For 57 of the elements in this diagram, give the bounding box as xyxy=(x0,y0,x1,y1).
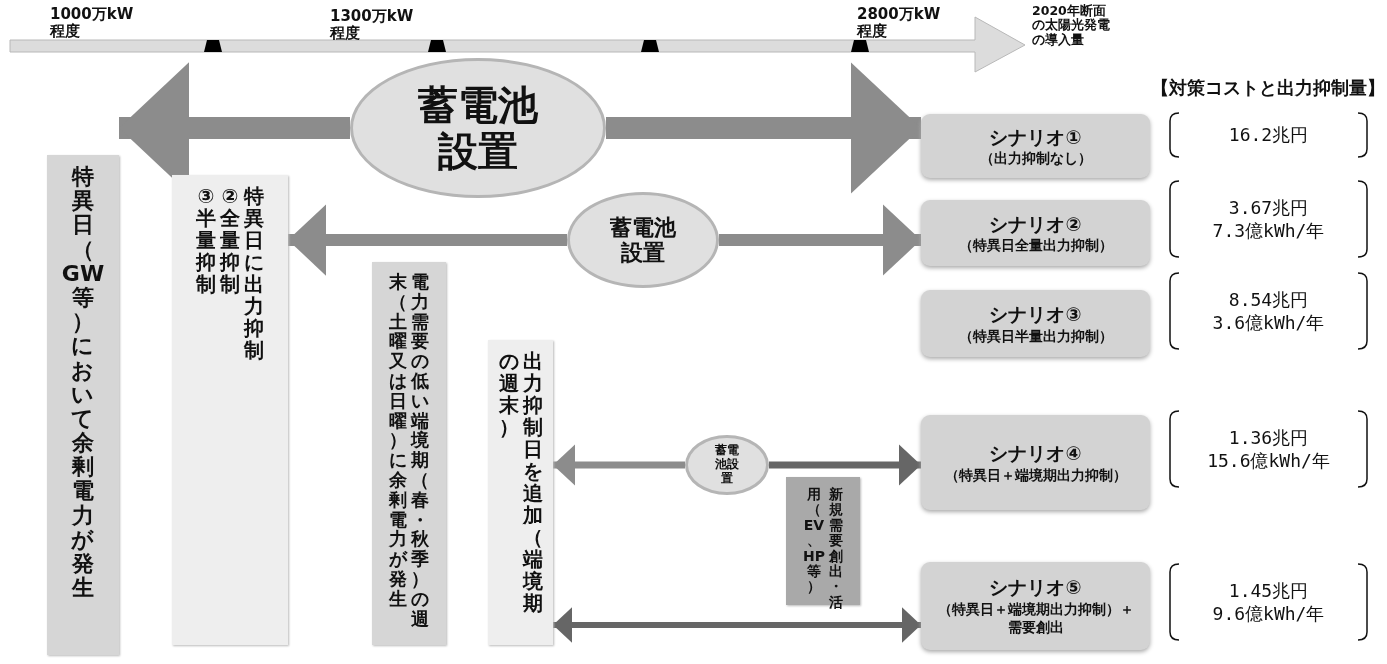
column-box xyxy=(372,262,446,645)
cost-value: 3.67兆円 xyxy=(1228,195,1309,219)
scale-label: 1300万kW 程度 xyxy=(330,8,415,43)
cost-value: 9.6億kWh/年 xyxy=(1212,602,1325,626)
column-text: の週末） xyxy=(498,350,519,438)
scenario-title: シナリオ② xyxy=(989,211,1082,237)
cost-value: 15.6億kWh/年 xyxy=(1207,449,1330,473)
scenario-note: （特異日＋端境期出力抑制）＋需要創出 xyxy=(936,600,1135,637)
cost-bracket xyxy=(1167,563,1370,641)
column-text: ②全量抑制 xyxy=(220,185,240,295)
column-text: 出力抑制日を追加（端境期 xyxy=(522,350,543,614)
scenario-note: （出力抑制なし） xyxy=(979,149,1092,168)
cost-value: 16.2兆円 xyxy=(1228,123,1309,147)
cost-value: 7.3億kWh/年 xyxy=(1212,219,1325,243)
arrow xyxy=(769,444,921,486)
column-text: 新規需要創出・活 xyxy=(829,487,843,611)
arrow xyxy=(719,204,921,276)
arrow xyxy=(553,607,921,643)
cost-value: 1.36兆円 xyxy=(1228,425,1309,449)
scenario-title: シナリオ① xyxy=(989,124,1082,150)
scale-label: 2800万kW 程度 xyxy=(857,6,942,41)
column-heading: 【対策コストと出力抑制量】 xyxy=(1150,78,1385,99)
ellipse-text: 蓄電池設置 xyxy=(417,82,539,174)
cost-value: 3.6億kWh/年 xyxy=(1212,311,1325,335)
column-text: ③半量抑制 xyxy=(196,185,216,295)
scale-label: 1000万kW 程度 xyxy=(50,6,135,41)
ellipse-text: 蓄電池設置 xyxy=(714,444,740,486)
scenario-box xyxy=(921,562,1150,650)
scenario-note: （特異日半量出力抑制） xyxy=(958,326,1113,345)
column-text: 電力需要の低い端境期（春・秋季）の週 xyxy=(411,272,429,629)
axis-note: 2020年断面の太陽光発電の導入量 xyxy=(1032,4,1111,48)
scenario-box xyxy=(921,200,1150,266)
cost-bracket xyxy=(1167,180,1370,258)
cost-bracket xyxy=(1167,272,1370,350)
cost-value: 1.45兆円 xyxy=(1228,578,1309,602)
scenario-title: シナリオ⑤ xyxy=(989,575,1082,601)
cost-bracket xyxy=(1167,410,1370,488)
column-box xyxy=(47,155,119,655)
arrow xyxy=(553,444,685,486)
scenario-note: （特異日＋端境期出力抑制） xyxy=(944,465,1127,484)
scenario-note: （特異日全量出力抑制） xyxy=(958,236,1113,255)
cost-bracket xyxy=(1167,112,1370,158)
scenario-box xyxy=(921,114,1150,178)
cost-value: 8.54兆円 xyxy=(1228,287,1309,311)
ellipse-text: 蓄電池設置 xyxy=(609,214,677,266)
column-text: 末（土曜又は日曜）に余剰電力が発生 xyxy=(389,272,407,609)
arrow xyxy=(606,62,921,194)
scenario-box xyxy=(921,290,1150,357)
arrow xyxy=(288,204,567,276)
scenario-box xyxy=(921,415,1150,510)
column-text: 特異日に出力抑制 xyxy=(244,185,264,361)
column-text: 用（EV、HP等） xyxy=(803,487,825,595)
column-box xyxy=(488,340,553,645)
column-box xyxy=(172,175,288,645)
scenario-title: シナリオ③ xyxy=(989,302,1082,327)
scenario-title: シナリオ④ xyxy=(989,441,1082,466)
column-text: 特異日（GW等）において余剰電力が発生 xyxy=(61,165,105,601)
